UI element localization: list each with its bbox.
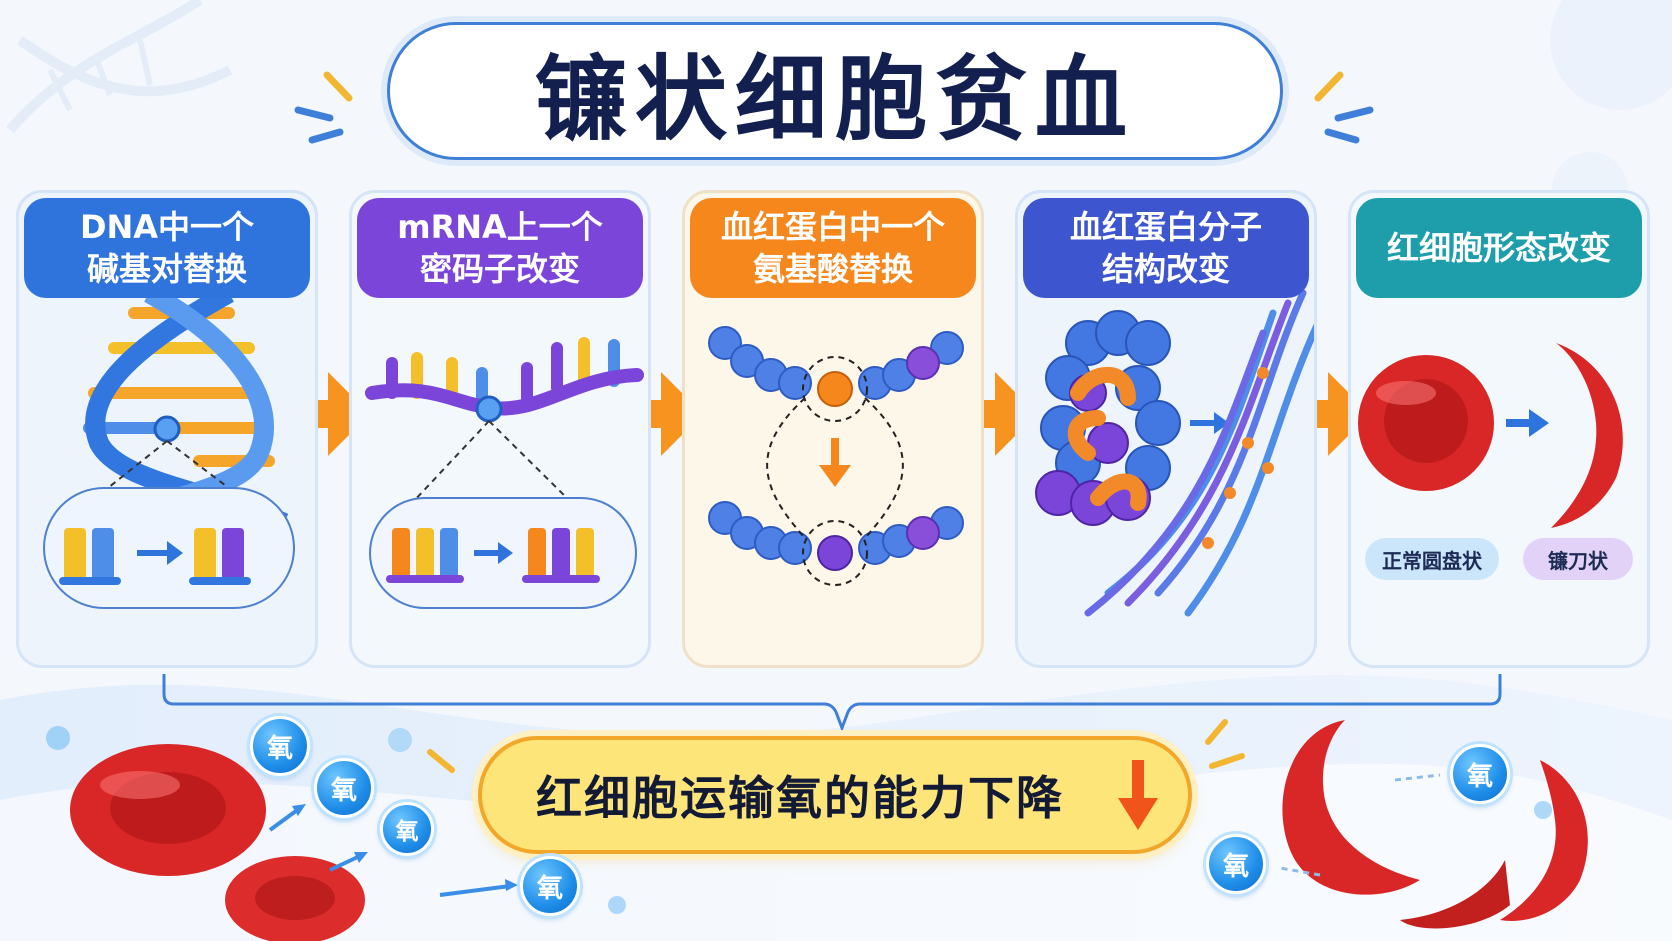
sickle-cell-icon bbox=[1282, 720, 1588, 929]
step-panel-hemoglobin: 血红蛋白分子 结构改变 bbox=[1015, 190, 1317, 668]
title-sparkle-left-icon bbox=[294, 71, 353, 144]
oxygen-bubble: 氧 bbox=[1206, 834, 1266, 894]
title-banner: 镰状细胞贫血 bbox=[387, 22, 1283, 160]
decrease-arrow-icon bbox=[1118, 760, 1158, 830]
normal-red-cell-icon bbox=[225, 856, 365, 941]
amino-acid-chain-icon bbox=[708, 326, 964, 586]
blocked-oxygen-arrow-icon bbox=[1279, 773, 1441, 877]
mrna-strand-icon bbox=[365, 337, 644, 609]
conclusion-sparkle-icon bbox=[427, 719, 1245, 773]
dna-watermark-icon bbox=[6, 0, 233, 134]
step-header-1: DNA中一个 碱基对替换 bbox=[24, 198, 310, 298]
step-panel-cell-shape: 红细胞形态改变 bbox=[1348, 190, 1650, 668]
flow-arrow-icon bbox=[288, 372, 1370, 456]
conclusion-banner: 红细胞运输氧的能力下降 bbox=[478, 736, 1192, 854]
step-header-4: 血红蛋白分子 结构改变 bbox=[1023, 198, 1309, 298]
oxygen-bubble: 氧 bbox=[520, 856, 580, 916]
hemoglobin-cluster-icon bbox=[1035, 289, 1314, 617]
summary-bracket bbox=[162, 674, 1502, 733]
conclusion-text: 红细胞运输氧的能力下降 bbox=[536, 771, 1064, 825]
oxygen-bubble: 氧 bbox=[314, 758, 374, 818]
normal-red-cell-icon bbox=[70, 744, 266, 876]
step-panel-amino-acid: 血红蛋白中一个 氨基酸替换 bbox=[682, 190, 984, 668]
step-panel-mrna: mRNA上一个 密码子改变 bbox=[349, 190, 651, 668]
step-header-2: mRNA上一个 密码子改变 bbox=[357, 198, 643, 298]
step-header-3: 血红蛋白中一个 氨基酸替换 bbox=[690, 198, 976, 298]
title-sparkle-right-icon bbox=[1314, 71, 1374, 144]
normal-shape-label: 正常圆盘状 bbox=[1365, 538, 1499, 580]
sickle-shape-label: 镰刀状 bbox=[1523, 538, 1633, 580]
step-header-5: 红细胞形态改变 bbox=[1356, 198, 1642, 298]
cell-shape-change-icon bbox=[1358, 343, 1623, 528]
oxygen-flow-arrow-icon bbox=[268, 804, 518, 897]
oxygen-bubble: 氧 bbox=[250, 716, 310, 776]
page-title: 镰状细胞贫血 bbox=[534, 45, 1135, 153]
oxygen-bubble: 氧 bbox=[380, 802, 434, 856]
step-panel-dna: DNA中一个 碱基对替换 bbox=[16, 190, 318, 668]
dna-helix-icon bbox=[43, 284, 295, 609]
oxygen-bubble: 氧 bbox=[1450, 744, 1510, 804]
